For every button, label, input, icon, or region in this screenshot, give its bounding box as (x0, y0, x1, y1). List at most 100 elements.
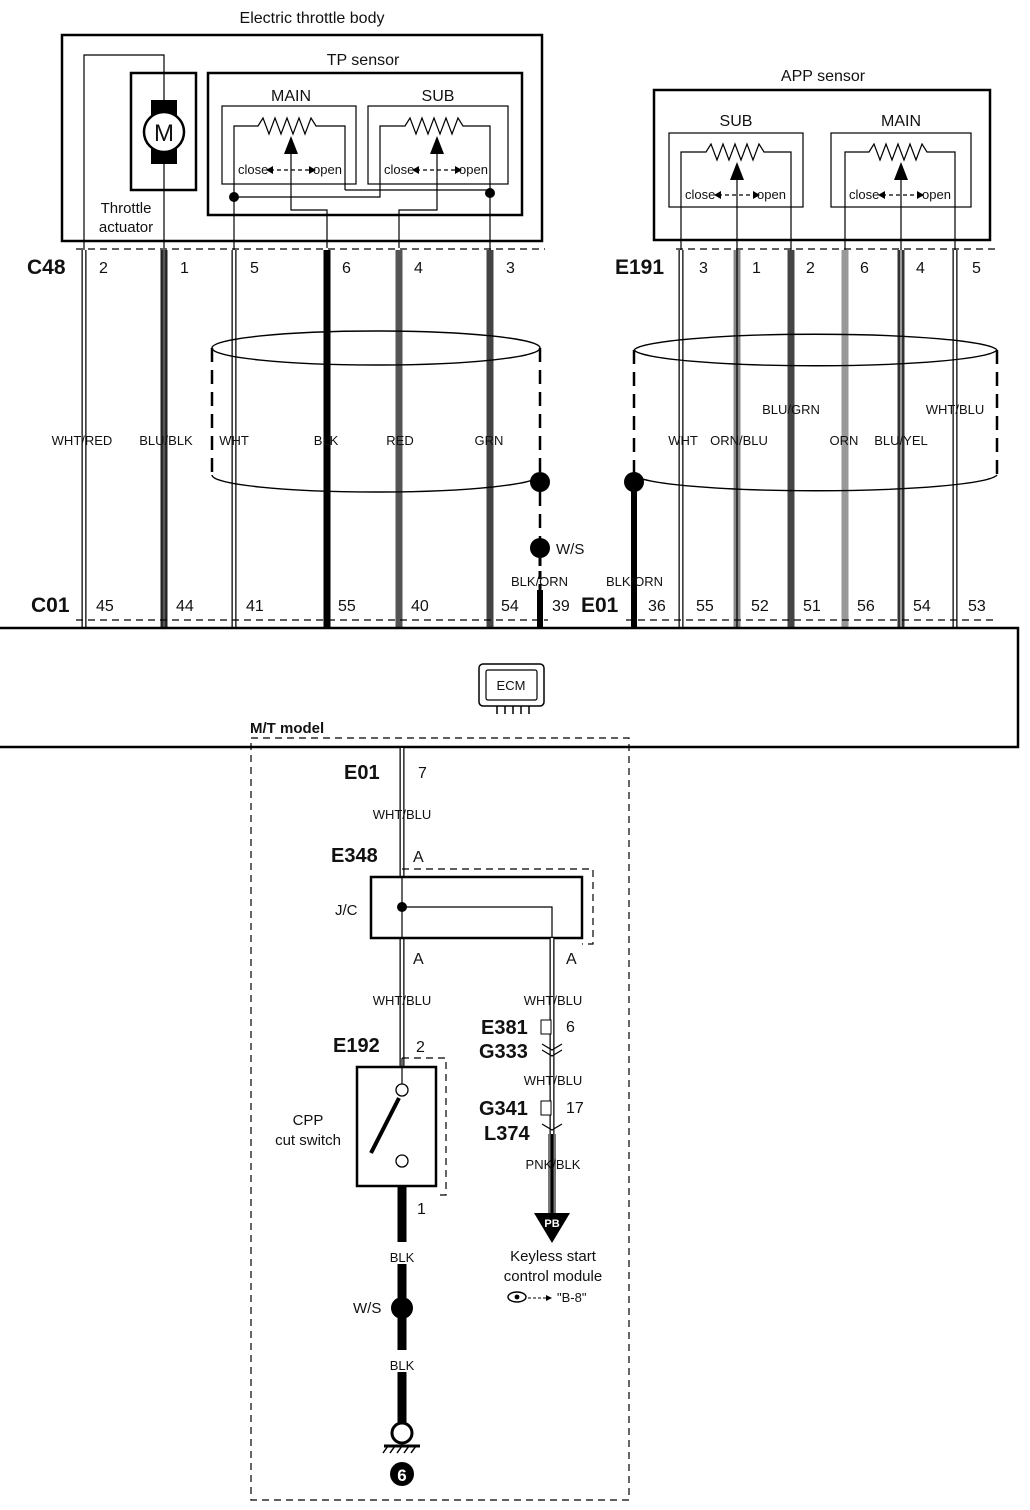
connector-e01-top: E01 36 55 52 51 56 54 53 (581, 594, 995, 621)
c01-pin-41: 41 (246, 598, 264, 615)
ws-label-top: W/S (556, 541, 584, 558)
wire-pnk-blk: PNK/BLK (526, 1157, 581, 1172)
wire-blk-1: BLK (390, 1250, 415, 1265)
e191-pin-5: 5 (972, 260, 981, 277)
wire-orn-blu: ORN/BLU (710, 433, 768, 448)
tp-sub-open-label: open (459, 162, 488, 177)
ground-number: 6 (397, 1466, 406, 1485)
wire-blk-2: BLK (390, 1358, 415, 1373)
c48-pin-1: 1 (180, 260, 189, 277)
keyless-label-2: control module (504, 1268, 602, 1285)
throttle-actuator-label-1: Throttle (101, 200, 152, 217)
ecm-label: ECM (497, 678, 526, 693)
g341-label: G341 (479, 1098, 528, 1120)
e01-pin-56: 56 (857, 598, 875, 615)
wire-wht-red: WHT/RED (52, 433, 113, 448)
c48-pin-4: 4 (414, 260, 423, 277)
e01-top-label: E01 (581, 594, 619, 617)
c01-pin-39: 39 (552, 598, 570, 615)
ws-splice-top (530, 538, 550, 558)
app-sensor-title: APP sensor (781, 68, 866, 85)
wire-wht-blu-1: WHT/BLU (373, 807, 432, 822)
e01-pin-52: 52 (751, 598, 769, 615)
tp-sensor-title: TP sensor (327, 52, 400, 69)
reference-b8: "B-8" (557, 1290, 587, 1305)
tp-sub-label: SUB (422, 88, 455, 105)
wire-blu-grn: BLU/GRN (762, 402, 820, 417)
wire-labels-left: WHT/RED BLU/BLK WHT BLK RED GRN (52, 433, 504, 448)
c48-pin-5: 5 (250, 260, 259, 277)
e192-pin-1: 1 (417, 1201, 426, 1218)
c48-label: C48 (27, 256, 66, 279)
e01-bottom-label: E01 (344, 762, 380, 784)
jc-pin-a-left: A (413, 951, 424, 968)
cpp-label-1: CPP (293, 1112, 324, 1129)
wire-grn: GRN (475, 433, 504, 448)
tp-main-open-label: open (313, 162, 342, 177)
e01-pin-54: 54 (913, 598, 931, 615)
tp-sub-close-label: close (384, 162, 414, 177)
e191-pin-1: 1 (752, 260, 761, 277)
cpp-cut-switch (355, 1065, 438, 1188)
connector-c48: C48 2 1 5 6 4 3 (27, 248, 545, 279)
l374-label: L374 (484, 1123, 530, 1145)
connector-c01: C01 45 44 41 55 40 54 39 (31, 594, 570, 621)
e01-pin-53: 53 (968, 598, 986, 615)
eye-reference-icon[interactable] (507, 1291, 552, 1303)
wire-wht-blu-top: WHT/BLU (926, 402, 985, 417)
e192-pin-2: 2 (416, 1039, 425, 1056)
e348-pin-a: A (413, 849, 424, 866)
shield-right: BLK/ORN (606, 333, 999, 628)
connector-e191: E191 3 1 2 6 4 5 (615, 248, 995, 279)
ws-splice-bottom (391, 1297, 413, 1319)
throttle-body-title: Electric throttle body (240, 10, 385, 27)
app-main-label: MAIN (881, 113, 921, 130)
app-sub-label: SUB (720, 113, 753, 130)
c01-label: C01 (31, 594, 70, 617)
e01-pin-36: 36 (648, 598, 666, 615)
g333-label: G333 (479, 1041, 528, 1063)
app-sensor: APP sensor SUB MAIN close open close ope… (652, 68, 992, 250)
e01-pin-51: 51 (803, 598, 821, 615)
blk-orn-left: BLK/ORN (511, 574, 568, 589)
c48-pin-2: 2 (99, 260, 108, 277)
ws-label-bottom: W/S (353, 1300, 381, 1317)
blk-orn-right: BLK/ORN (606, 574, 663, 589)
jc-pin-a-right: A (566, 951, 577, 968)
wire-wht-blu-2: WHT/BLU (373, 993, 432, 1008)
app-sub-close-label: close (685, 187, 715, 202)
c01-pin-40: 40 (411, 598, 429, 615)
app-sub-open-label: open (757, 187, 786, 202)
throttle-actuator: M Throttle actuator (83, 54, 198, 620)
mt-model-title: M/T model (250, 720, 324, 737)
wire-harness (81, 250, 958, 628)
pb-arrow-icon (534, 1213, 570, 1243)
c01-pin-55: 55 (338, 598, 356, 615)
e191-pin-3: 3 (699, 260, 708, 277)
wire-labels-right: WHT ORN/BLU BLU/GRN ORN BLU/YEL WHT/BLU (668, 402, 984, 448)
e381-label: E381 (481, 1017, 528, 1039)
app-main-open-label: open (922, 187, 951, 202)
wire-red: RED (386, 433, 413, 448)
wire-orn: ORN (830, 433, 859, 448)
keyless-label-1: Keyless start (510, 1248, 597, 1265)
tp-main-label: MAIN (271, 88, 311, 105)
ecm-block: ECM (0, 626, 1020, 749)
wire-wht-blu-3: WHT/BLU (524, 993, 583, 1008)
motor-symbol: M (154, 120, 174, 147)
e01-pin-55: 55 (696, 598, 714, 615)
c01-pin-45: 45 (96, 598, 114, 615)
jc-label: J/C (335, 902, 358, 919)
c48-pin-6: 6 (342, 260, 351, 277)
throttle-actuator-label-2: actuator (99, 219, 153, 236)
e191-pin-6: 6 (860, 260, 869, 277)
wire-blu-yel: BLU/YEL (874, 433, 927, 448)
electric-throttle-body: Electric throttle body M Throttle actuat… (60, 10, 544, 620)
e191-pin-2: 2 (806, 260, 815, 277)
e192-label: E192 (333, 1035, 380, 1057)
e381-pin-6: 6 (566, 1019, 575, 1036)
wire-wht-right: WHT (668, 433, 698, 448)
wire-wht-blu-4: WHT/BLU (524, 1073, 583, 1088)
tp-sensor: TP sensor MAIN SUB close open close open (206, 52, 524, 250)
